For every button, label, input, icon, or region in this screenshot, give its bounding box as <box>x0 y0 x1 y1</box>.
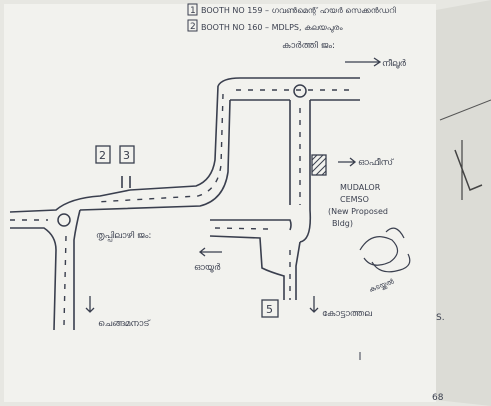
road-right-vertical-right <box>299 100 312 243</box>
booth-box-3-label: 3 <box>123 149 130 162</box>
road-lower-right <box>295 241 301 300</box>
header-box-1 <box>187 3 198 16</box>
label-new-building: (New Proposed <box>328 207 388 216</box>
signature-scribble <box>359 227 411 273</box>
signature-loop-2 <box>371 253 411 273</box>
booth-box-5-label: 5 <box>266 303 273 316</box>
arrow-left-lower <box>198 247 222 257</box>
booth-box-3 <box>119 145 135 164</box>
arrow-down-left <box>85 296 95 313</box>
header-line-2: BOOTH NO 160 – MDLPS, കലയപുരം <box>201 23 343 32</box>
right-paper-edge <box>436 0 491 406</box>
booth-box-5 <box>261 299 279 318</box>
junction-left-circle <box>57 213 71 227</box>
road-left-vertical-outer <box>129 85 219 191</box>
corner-number: 68 <box>432 393 444 403</box>
header-box-2 <box>187 19 198 32</box>
direction-arrows <box>85 57 382 313</box>
arrow-right-office <box>338 157 357 167</box>
centerline-lower <box>214 227 269 230</box>
road-left-down-right <box>73 209 81 330</box>
road-left-vertical-inner <box>79 99 231 211</box>
right-edge-sketch <box>454 149 483 191</box>
label-block-2: CEMSO <box>340 195 369 204</box>
booth-box-2-label: 2 <box>99 149 106 162</box>
edge-letter: S. <box>436 313 445 323</box>
label-top-place: കാർത്തി ജം: <box>282 40 335 51</box>
road-left-down-left <box>10 227 57 331</box>
junction-top-circle <box>293 84 307 98</box>
header-num-1: 1 <box>190 6 196 16</box>
label-office: ഓഫീസ് <box>358 157 394 168</box>
building-hatch-lines <box>311 154 327 176</box>
paper-sheet <box>4 4 436 402</box>
label-left-junction: തൃപ്പിലാഴി ജം: <box>96 230 151 241</box>
label-bottom-right: കോട്ടാത്തല <box>322 309 372 319</box>
road-left-top <box>9 189 131 213</box>
road-lower-bottom <box>209 235 285 300</box>
label-bottom-left: ചെങ്ങമനാട് <box>98 318 151 329</box>
header-line-1: BOOTH NO 159 – ഗവൺമെന്റ് ഹയർ സെക്കൻഡറി <box>201 6 396 16</box>
signature-stroke <box>385 227 405 239</box>
label-top-arrow: നീലൂർ <box>382 58 407 69</box>
label-block-1: MUDALOR <box>340 183 381 192</box>
centerline-left <box>95 93 224 203</box>
road-center-lines <box>10 89 355 326</box>
arrow-right-top <box>345 57 382 67</box>
road-network <box>9 77 360 331</box>
arrow-down-right <box>309 296 319 313</box>
right-edge-line <box>439 99 491 121</box>
header-num-2: 2 <box>190 22 196 32</box>
label-down-left: ഓയൂർ <box>194 263 221 273</box>
road-lower-top <box>210 219 292 231</box>
label-new-building-2: Bldg) <box>332 219 353 228</box>
centerline-left-down <box>63 235 67 326</box>
road-top-outer <box>217 77 360 87</box>
booth-box-2 <box>95 145 111 164</box>
